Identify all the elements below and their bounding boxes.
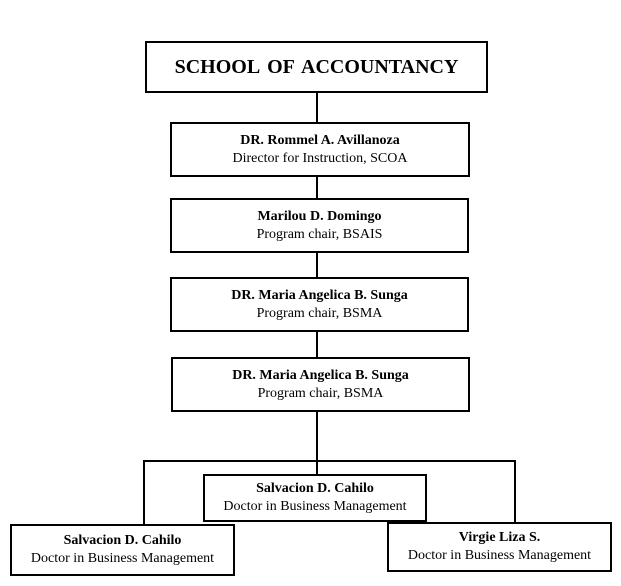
node-director: DR. Rommel A. Avillanoza Director for In…: [170, 122, 470, 177]
connector-bsais-bsma1: [316, 252, 318, 277]
node-bottom-left: Salvacion D. Cahilo Doctor in Business M…: [10, 524, 235, 576]
node-bottom-center: Salvacion D. Cahilo Doctor in Business M…: [203, 474, 427, 522]
connector-title-director: [316, 93, 318, 122]
node-role: Doctor in Business Management: [223, 499, 407, 514]
connector-branch-center: [316, 460, 318, 475]
connector-branch-right: [514, 460, 516, 524]
node-role: Doctor in Business Management: [407, 548, 592, 563]
connector-director-bsais: [316, 176, 318, 199]
node-role: Program chair, BSMA: [257, 385, 384, 401]
node-name: Salvacion D. Cahilo: [256, 481, 374, 496]
node-role: Doctor in Business Management: [30, 551, 215, 566]
node-name: DR. Rommel A. Avillanoza: [240, 132, 400, 148]
node-name: DR. Maria Angelica B. Sunga: [231, 287, 408, 303]
connector-bsma1-bsma2: [316, 331, 318, 357]
node-name: Marilou D. Domingo: [257, 208, 382, 224]
node-name: Salvacion D. Cahilo: [63, 533, 182, 548]
node-bsma-chair-2: DR. Maria Angelica B. Sunga Program chai…: [171, 357, 470, 412]
node-role: Program chair, BSMA: [256, 305, 383, 321]
node-bsma-chair-1: DR. Maria Angelica B. Sunga Program chai…: [170, 277, 469, 332]
connector-bsma2-branch: [316, 410, 318, 461]
org-title-box: SCHOOL OF ACCOUNTANCY: [145, 41, 488, 93]
connector-branch-left: [143, 460, 145, 525]
node-name: Virgie Liza S.: [458, 530, 541, 545]
connector-branch-horizontal: [143, 460, 516, 462]
node-bsais-chair: Marilou D. Domingo Program chair, BSAIS: [170, 198, 469, 253]
node-name: DR. Maria Angelica B. Sunga: [232, 367, 409, 383]
node-role: Program chair, BSAIS: [256, 226, 383, 242]
node-bottom-right: Virgie Liza S. Doctor in Business Manage…: [387, 522, 612, 572]
org-title: SCHOOL OF ACCOUNTANCY: [174, 56, 459, 78]
node-role: Director for Instruction, SCOA: [232, 150, 408, 166]
